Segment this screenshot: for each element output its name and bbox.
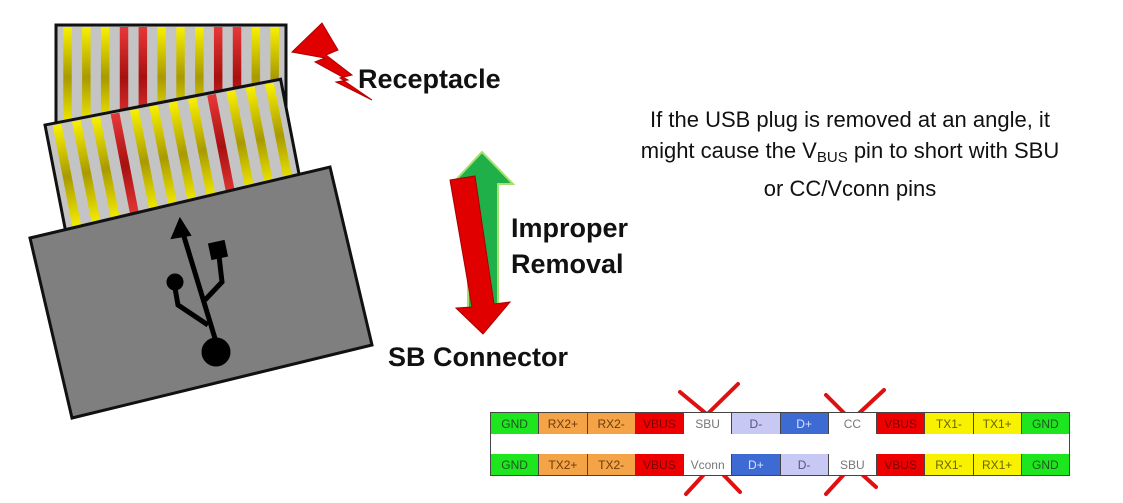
contact-stripe [245, 86, 275, 193]
contact-stripe [119, 27, 129, 128]
contact-stripe [149, 105, 179, 211]
pin-bottom_row-9: RX1- [925, 454, 974, 475]
contact-stripe [195, 27, 204, 128]
contact-stripe [72, 120, 101, 226]
contact-stripe [52, 123, 82, 230]
contact-stripe [176, 27, 185, 128]
connector-label: SB Connector [388, 342, 569, 372]
pin-bottom_row-4: Vconn [684, 454, 733, 475]
note-text-after: pin to short with SBU or CC/Vconn pins [763, 138, 1060, 201]
contact-stripe [251, 27, 261, 128]
pin-bottom_row-6: D- [780, 454, 829, 475]
contact-stripe [138, 27, 148, 128]
pin-bottom_row-3: VBUS [635, 454, 684, 475]
contact-stripe [82, 27, 91, 128]
contact-stripe [213, 27, 223, 128]
arrow-down-icon [449, 175, 512, 335]
contact-stripe [187, 97, 217, 204]
contact-stripe [270, 27, 279, 128]
pin-bottom_row-10: RX1+ [973, 454, 1022, 475]
improper-removal-line1: Improper [511, 213, 629, 243]
receptacle-label: Receptacle [358, 64, 501, 94]
pin-top_row-6: D+ [780, 413, 829, 434]
explanation-note: If the USB plug is removed at an angle, … [640, 104, 1060, 204]
pin-top_row-8: VBUS [877, 413, 926, 434]
improper-removal-line2: Removal [511, 249, 624, 279]
pin-bottom_row-8: VBUS [877, 454, 926, 475]
contact-stripe [207, 93, 237, 200]
pin-top_row-7: CC [828, 413, 877, 434]
pin-top_row-4: SBU [684, 413, 733, 434]
pin-bottom_row-1: TX2+ [539, 454, 588, 475]
contact-stripe [91, 116, 121, 223]
pin-bottom_row-5: D+ [732, 454, 781, 475]
pin-top_row-1: RX2+ [539, 413, 588, 434]
pin-top_row-5: D- [732, 413, 781, 434]
pin-bottom_row-11: GND [1021, 454, 1069, 475]
pin-top_row-10: TX1+ [973, 413, 1022, 434]
note-text-before: If the USB plug is removed at an angle, … [640, 107, 1050, 163]
contact-stripe [168, 101, 198, 208]
pin-top_row-3: VBUS [635, 413, 684, 434]
usb-trident-icon [166, 216, 231, 367]
pin-top_row-11: GND [1021, 413, 1069, 434]
contact-stripe [129, 108, 159, 215]
lightning-bolt-icon [290, 22, 373, 101]
contact-stripe [63, 27, 72, 128]
pin-top_row-0: GND [491, 413, 540, 434]
pin-bottom_row-7: SBU [828, 454, 877, 475]
pin-bottom_row-2: TX2- [587, 454, 636, 475]
improper-removal-label: Improper Removal [511, 210, 628, 282]
note-subscript: BUS [816, 149, 848, 166]
contact-stripe [226, 90, 256, 196]
pin-bottom_row-0: GND [491, 454, 540, 475]
contact-stripe [110, 112, 140, 219]
contact-stripe [100, 27, 110, 128]
contact-stripe [157, 27, 166, 128]
pin-top_row-9: TX1- [925, 413, 974, 434]
contact-stripe [265, 82, 295, 189]
pin-top_row-2: RX2- [587, 413, 636, 434]
contact-stripe [232, 27, 242, 128]
